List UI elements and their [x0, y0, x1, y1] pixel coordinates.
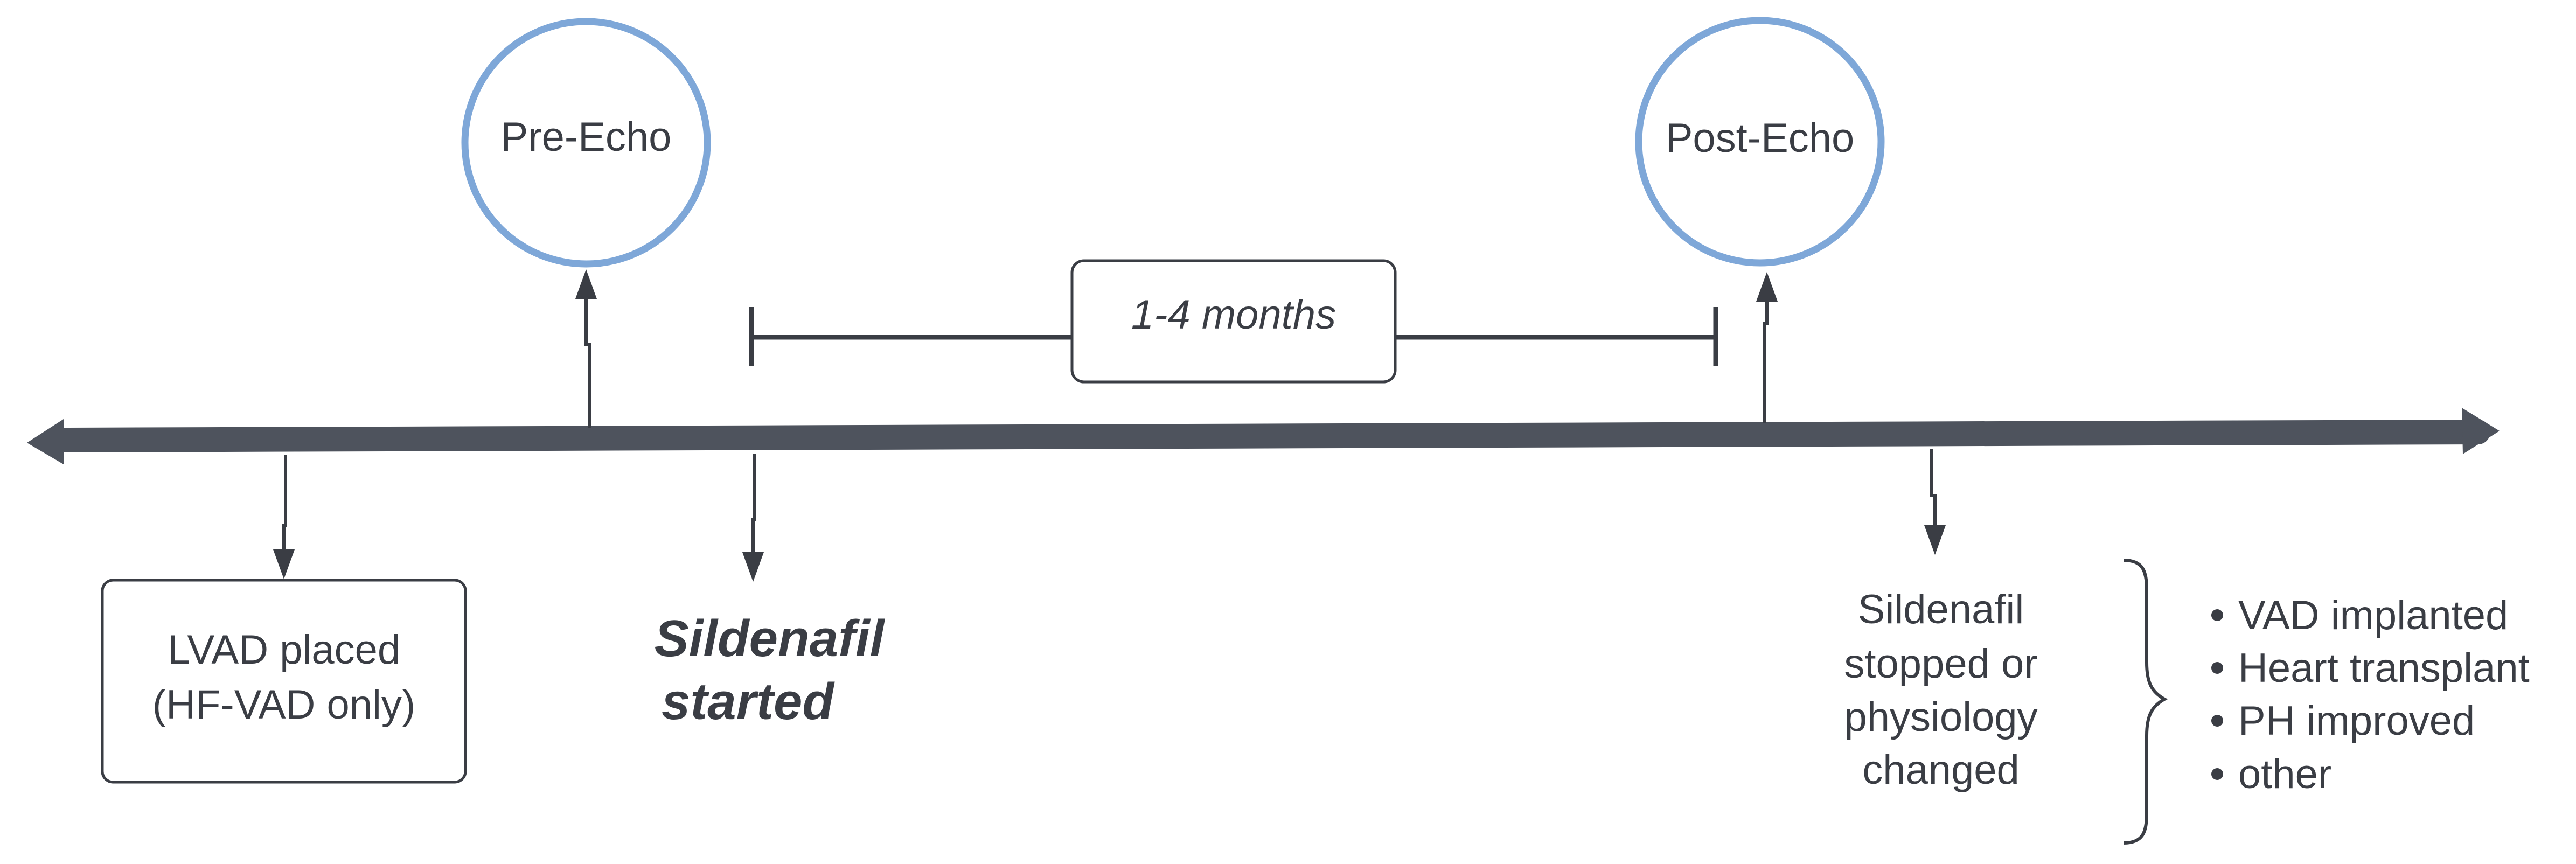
sildenafil-stopped-label-line4: changed: [1862, 747, 2020, 793]
reason-label: other: [2238, 751, 2331, 797]
timeline-right-arrowhead: [2462, 408, 2500, 454]
duration-bracket: [749, 307, 1718, 366]
bullet-dot: [2211, 662, 2223, 674]
sildenafil-started-label-line1: Sildenafil: [655, 610, 886, 667]
reason-item: PH improved: [2211, 698, 2475, 744]
sildenafil-started-label-line2: started: [662, 673, 835, 730]
reason-label: PH improved: [2238, 698, 2475, 744]
sildenafil-stopped-connector: [1924, 449, 1946, 555]
bullet-dot: [2211, 768, 2223, 780]
reason-item: other: [2211, 751, 2331, 797]
post-echo-label: Post-Echo: [1666, 115, 1855, 161]
post-echo-connector: [1756, 272, 1778, 423]
lvad-placed-label-line1: LVAD placed: [168, 627, 400, 673]
sildenafil-stopped-label-line2: stopped or: [1844, 641, 2037, 687]
lvad-connector: [273, 455, 295, 579]
duration-label: 1-4 months: [1131, 292, 1336, 338]
pre-echo-label: Pre-Echo: [501, 114, 672, 160]
duration-box: [1070, 259, 1397, 384]
reason-label: Heart transplant: [2238, 645, 2530, 691]
timeline-left-arrowhead: [27, 419, 64, 464]
pre-echo-circle: [461, 18, 711, 268]
main-timeline: [27, 408, 2500, 464]
reason-item: Heart transplant: [2211, 645, 2530, 691]
reasons-list: VAD implanted Heart transplant PH improv…: [2211, 593, 2530, 797]
lvad-placed-label-line2: (HF-VAD only): [152, 682, 415, 728]
lvad-placed-box: [101, 579, 467, 784]
sildenafil-stopped-label-line3: physiology: [1844, 694, 2037, 740]
sildenafil-started-connector: [742, 454, 764, 582]
pre-echo-connector: [575, 269, 597, 428]
reason-item: VAD implanted: [2211, 593, 2508, 638]
bullet-dot: [2211, 609, 2223, 621]
reasons-curly-brace: [2123, 559, 2168, 845]
bullet-dot: [2211, 715, 2223, 727]
sildenafil-stopped-label-line1: Sildenafil: [1858, 587, 2024, 632]
post-echo-circle: [1635, 17, 1885, 267]
reason-label: VAD implanted: [2238, 593, 2508, 638]
